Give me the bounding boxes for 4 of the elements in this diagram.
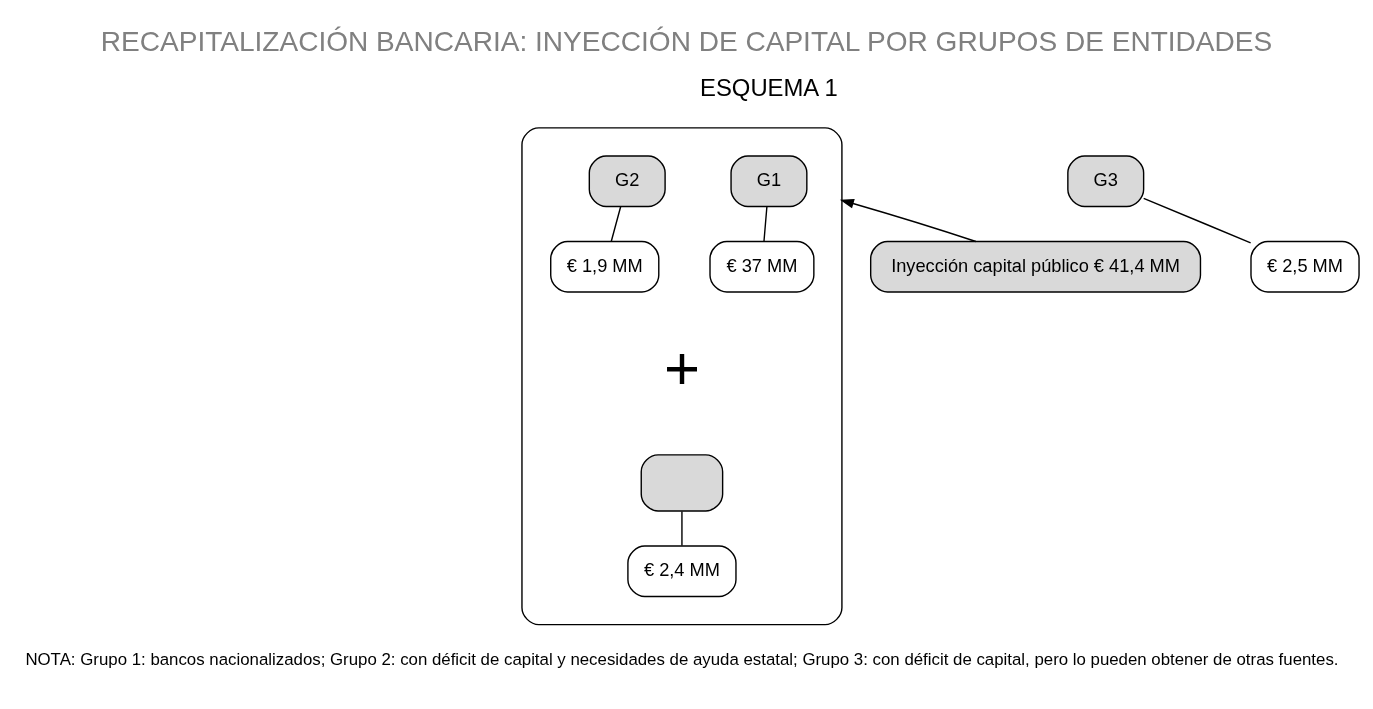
label: + — [663, 333, 700, 403]
label: NOTA: Grupo 1: bancos nacionalizados; Grupo 2: con déficit de capital y necesidades de ayuda estatal; Grupo 3: con déficit de capital, pero lo pueden obtener de otras fuentes. — [25, 650, 1339, 670]
diagram-title: RECAPITALIZACIÓN BANCARIA: INYECCIÓN DE CAPITAL POR GRUPOS DE ENTIDADES — [100, 25, 1273, 57]
label: ESQUEMA 1 — [700, 74, 838, 102]
